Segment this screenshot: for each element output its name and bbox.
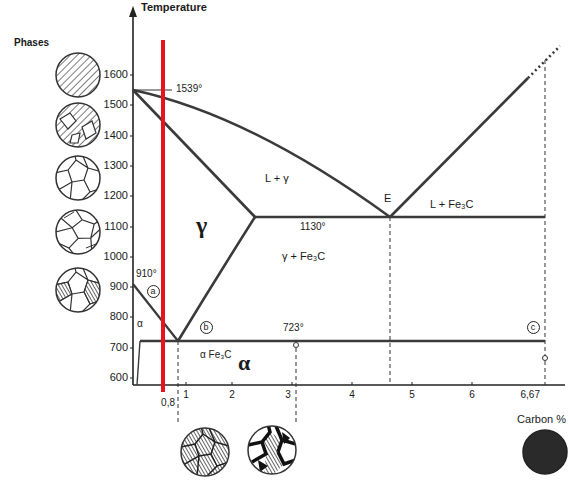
- temperature-axis: [132, 14, 134, 385]
- micrograph-circle: [248, 426, 296, 474]
- eutectoid-composition-line: [178, 341, 179, 425]
- tick-label: 1200: [104, 189, 128, 202]
- eutectoid-line: [140, 340, 545, 343]
- micrograph-circle: [181, 428, 229, 476]
- cementite-composition-line: [545, 60, 546, 385]
- liquidus-extension: [528, 46, 560, 78]
- pearlite-micrograph: [179, 426, 229, 476]
- cementite-network: [248, 424, 296, 464]
- temperature-label: 1130°: [300, 221, 326, 233]
- solidifying-micrograph: [56, 103, 100, 147]
- tick-label: 4: [349, 389, 355, 401]
- tick-label: 1: [183, 389, 189, 401]
- circled-letter-text: b: [203, 323, 208, 332]
- circled-letter-text: c: [531, 323, 536, 332]
- cementite-micrograph: [523, 430, 567, 474]
- eutectic-line: [255, 216, 545, 219]
- grain: [60, 113, 96, 143]
- point-label: E: [384, 192, 391, 205]
- axis-arrowhead: [129, 6, 137, 17]
- hypereutectoid-micrograph: [248, 424, 296, 474]
- austenite-micrograph: [52, 152, 102, 202]
- tick-label: 700: [110, 341, 128, 354]
- solidus-line: [133, 90, 255, 217]
- phase-symbol: γ: [196, 212, 207, 240]
- micrograph-circle: [56, 103, 100, 147]
- temperature-label: 723°: [283, 322, 304, 334]
- phase-label: L + γ: [265, 172, 289, 185]
- tick-label: 3: [285, 389, 291, 401]
- composition-dot: [294, 343, 299, 348]
- phase-symbol: α: [238, 350, 250, 375]
- circled-letter: b: [200, 321, 213, 334]
- micrograph-fill: [56, 103, 100, 147]
- tick-label: 900: [110, 280, 128, 293]
- composition-label: 6,67: [521, 389, 540, 401]
- phase-label: γ + Fe₃C: [282, 250, 325, 263]
- tick-label: 1500: [104, 98, 128, 111]
- carbon-axis: [133, 384, 565, 386]
- composition-leader: [296, 348, 297, 424]
- phase-label: α Fe₃C: [200, 349, 232, 361]
- acm-line: [178, 217, 255, 341]
- eutectic-composition-line: [390, 217, 391, 385]
- micrograph-circle: [56, 53, 100, 97]
- austenite-micrograph: [47, 199, 111, 263]
- tick-label: 1300: [104, 159, 128, 172]
- tick-label: 1400: [104, 129, 128, 142]
- circled-letter-text: a: [150, 287, 155, 296]
- grain-boundaries: [179, 426, 229, 476]
- circled-letter: c: [527, 321, 540, 334]
- grain-boundaries: [52, 152, 102, 202]
- column-title: Phases: [14, 37, 49, 49]
- tick-label: 1600: [104, 68, 128, 81]
- liquid-micrograph: [56, 53, 100, 97]
- micrograph-fill: [248, 426, 296, 474]
- micrograph-circle: [56, 268, 100, 312]
- tick-label: 600: [110, 371, 128, 384]
- tick-label: 2: [229, 389, 235, 401]
- temperature-label: 910°: [136, 268, 157, 280]
- phase-label: L + Fe₃C: [430, 198, 474, 211]
- tick-label: 1000: [104, 250, 128, 263]
- cementite-plate: [258, 432, 290, 472]
- liquidus-line: [133, 90, 390, 217]
- phase-label: α: [137, 318, 143, 330]
- tick-label: 1100: [104, 220, 128, 233]
- axis-title: Carbon %: [517, 413, 566, 426]
- grain-boundaries: [52, 264, 102, 314]
- temperature-label: 1539°: [176, 83, 202, 95]
- micrograph-circle: [56, 210, 100, 254]
- liquidus-line: [390, 78, 528, 217]
- circled-letter: a: [147, 285, 160, 298]
- highlight-line: [161, 40, 165, 392]
- grain-boundaries: [64, 212, 96, 248]
- ferrite-pearlite-micrograph: [52, 264, 102, 314]
- micrograph-circle: [56, 156, 100, 200]
- solvus-line: [137, 341, 140, 385]
- axis-ticks: [130, 75, 472, 385]
- grain-boundaries: [47, 199, 111, 263]
- tick-label: 6: [469, 389, 475, 401]
- micrograph-fill: [56, 156, 100, 200]
- tick-label: 5: [409, 389, 415, 401]
- micrograph-fill: [56, 210, 100, 254]
- tick-label: 800: [110, 310, 128, 323]
- a3-line: [133, 284, 178, 341]
- axis-title: Temperature: [141, 1, 207, 14]
- composition-dot: [543, 356, 548, 361]
- composition-label: 0,8: [161, 397, 175, 409]
